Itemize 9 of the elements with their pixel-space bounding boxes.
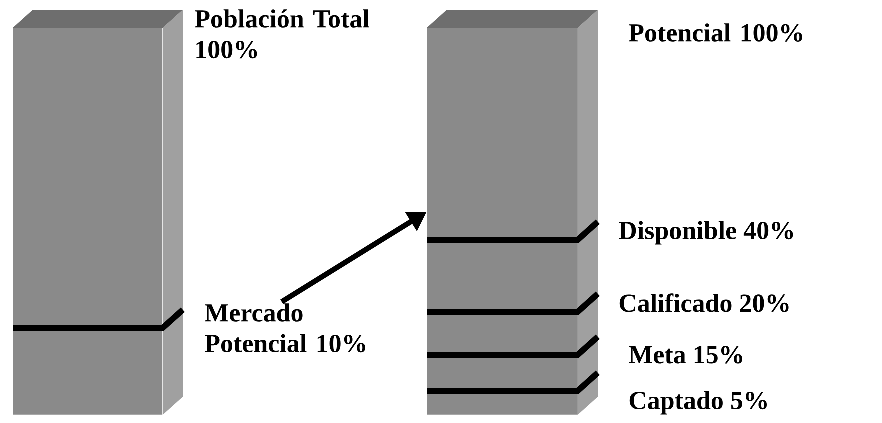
bar-label: Población Total 100% bbox=[195, 10, 370, 59]
level-label: Captado 5% bbox=[630, 391, 767, 415]
level-label: Disponible 40% bbox=[619, 221, 794, 245]
level-label: Meta 15% bbox=[629, 346, 742, 364]
text-label: Mercado Potencial 10% bbox=[205, 304, 366, 353]
bar-drawing bbox=[13, 10, 183, 415]
bar-label: Potencial 100% bbox=[629, 24, 802, 42]
bar-drawing bbox=[427, 10, 598, 415]
level-label: Calificado 20% bbox=[620, 294, 789, 312]
